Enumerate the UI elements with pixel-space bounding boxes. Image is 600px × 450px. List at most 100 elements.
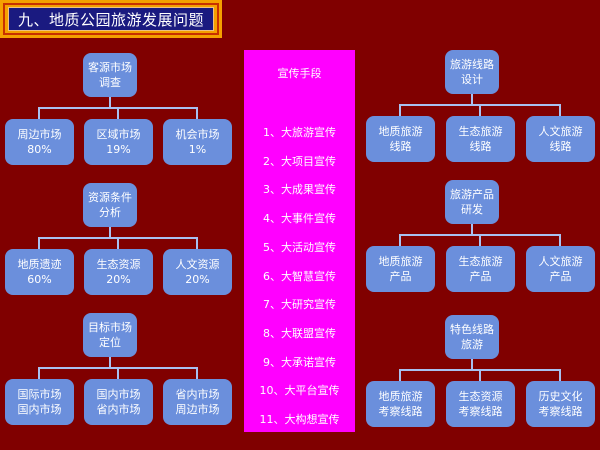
parent-node-label: 定位 xyxy=(99,336,121,349)
child-node-label: 地质旅游 xyxy=(378,255,423,268)
child-node-label: 考察线路 xyxy=(538,405,583,418)
child-node-label: 产品 xyxy=(389,270,412,283)
child-node: 国内市场省内市场 xyxy=(84,379,153,425)
promotion-item: 9、大承诺宣传 xyxy=(263,355,336,369)
child-node-label: 地质旅游 xyxy=(378,125,423,138)
child-node-label: 周边市场 xyxy=(175,403,220,416)
connector-line xyxy=(196,367,198,379)
connector-line xyxy=(471,359,473,369)
child-node: 地质旅游线路 xyxy=(366,116,435,162)
connector-line xyxy=(559,234,561,246)
connector-line xyxy=(399,369,401,381)
child-node-label: 生态旅游 xyxy=(458,255,503,268)
child-node-label: 人文旅游 xyxy=(538,125,583,138)
child-node-label: 省内市场 xyxy=(175,388,220,401)
connector-line xyxy=(117,367,119,379)
child-node: 机会市场 1% xyxy=(163,119,232,165)
child-node: 生态旅游线路 xyxy=(446,116,515,162)
child-node-label: 省内市场 xyxy=(96,403,141,416)
child-node-label: 人文旅游 xyxy=(538,255,583,268)
child-node-label: 80% xyxy=(27,143,52,156)
parent-node-label: 设计 xyxy=(461,73,483,86)
child-node-label: 生态资源 xyxy=(96,258,141,271)
child-node-label: 产品 xyxy=(469,270,492,283)
child-node-label: 产品 xyxy=(549,270,572,283)
child-node-label: 考察线路 xyxy=(378,405,423,418)
connector-line xyxy=(196,237,198,249)
child-node-label: 19% xyxy=(106,143,131,156)
promotion-item: 6、大智慧宣传 xyxy=(263,269,336,283)
child-node-label: 1% xyxy=(188,143,207,156)
child-node: 生态资源考察线路 xyxy=(446,381,515,427)
promotion-item: 1、大旅游宣传 xyxy=(263,126,336,139)
parent-node-label: 分析 xyxy=(99,206,121,219)
child-node-label: 线路 xyxy=(469,140,492,153)
promotion-item: 3、大成果宣传 xyxy=(263,183,336,197)
child-node: 周边市场 80% xyxy=(5,119,74,165)
connector-line xyxy=(399,234,401,246)
parent-node-label: 资源条件 xyxy=(88,191,132,204)
parent-node-label: 旅游线路 xyxy=(450,58,494,71)
promotion-item: 2、大项目宣传 xyxy=(263,154,336,168)
connector-line xyxy=(109,357,111,367)
child-node: 地质旅游产品 xyxy=(366,246,435,292)
child-node: 区域市场 19% xyxy=(84,119,153,165)
child-node: 历史文化考察线路 xyxy=(526,381,595,427)
child-node-label: 20% xyxy=(106,273,131,286)
parent-node-label: 特色线路 xyxy=(450,323,494,336)
parent-node-label: 目标市场 xyxy=(88,321,132,334)
child-node: 生态资源 20% xyxy=(84,249,153,295)
child-node-label: 生态资源 xyxy=(458,390,503,403)
child-node: 地质旅游考察线路 xyxy=(366,381,435,427)
title-banner: 九、地质公园旅游发展问题 xyxy=(0,0,222,38)
promotion-item: 8、大联盟宣传 xyxy=(263,326,336,340)
parent-node: 客源市场调查 xyxy=(83,53,137,97)
connector-line xyxy=(109,227,111,237)
connector-line xyxy=(117,237,119,249)
child-node: 人文资源 20% xyxy=(163,249,232,295)
promotion-item: 5、大活动宣传 xyxy=(263,240,336,254)
parent-node-label: 研发 xyxy=(461,203,483,216)
parent-node: 资源条件分析 xyxy=(83,183,137,227)
connector-line xyxy=(38,367,40,379)
promotion-item: 10、大平台宣传 xyxy=(259,384,340,398)
promotion-item: 11、大构想宣传 xyxy=(259,413,340,426)
parent-node-label: 旅游 xyxy=(461,338,483,351)
connector-line xyxy=(471,224,473,234)
connector-line xyxy=(399,104,401,116)
connector-line xyxy=(479,104,481,116)
child-node-label: 国际市场 xyxy=(17,388,62,401)
parent-node-label: 调查 xyxy=(99,76,121,89)
child-node-label: 机会市场 xyxy=(175,128,220,141)
parent-node-label: 客源市场 xyxy=(88,61,132,74)
child-node-label: 地质旅游 xyxy=(378,390,423,403)
child-node-label: 生态旅游 xyxy=(458,125,503,138)
child-node: 生态旅游产品 xyxy=(446,246,515,292)
connector-line xyxy=(196,107,198,119)
connector-line xyxy=(559,104,561,116)
child-node-label: 地质遗迹 xyxy=(17,258,62,271)
child-node-label: 人文资源 xyxy=(175,258,220,271)
parent-node: 特色线路旅游 xyxy=(445,315,499,359)
child-node-label: 历史文化 xyxy=(538,390,583,403)
page-title: 九、地质公园旅游发展问题 xyxy=(8,7,214,31)
connector-line xyxy=(109,97,111,107)
child-node-label: 线路 xyxy=(389,140,412,153)
connector-line xyxy=(479,234,481,246)
child-node-label: 国内市场 xyxy=(96,388,141,401)
promotion-item: 4、大事件宣传 xyxy=(263,212,336,226)
connector-line xyxy=(38,237,40,249)
parent-node: 目标市场定位 xyxy=(83,313,137,357)
child-node: 人文旅游产品 xyxy=(526,246,595,292)
child-node-label: 区域市场 xyxy=(96,128,141,141)
parent-node: 旅游产品研发 xyxy=(445,180,499,224)
connector-line xyxy=(117,107,119,119)
promotion-item: 7、大研究宣传 xyxy=(263,298,336,312)
child-node-label: 20% xyxy=(185,273,210,286)
child-node-label: 周边市场 xyxy=(17,128,62,141)
connector-line xyxy=(38,107,40,119)
parent-node: 旅游线路设计 xyxy=(445,50,499,94)
child-node-label: 国内市场 xyxy=(17,403,62,416)
